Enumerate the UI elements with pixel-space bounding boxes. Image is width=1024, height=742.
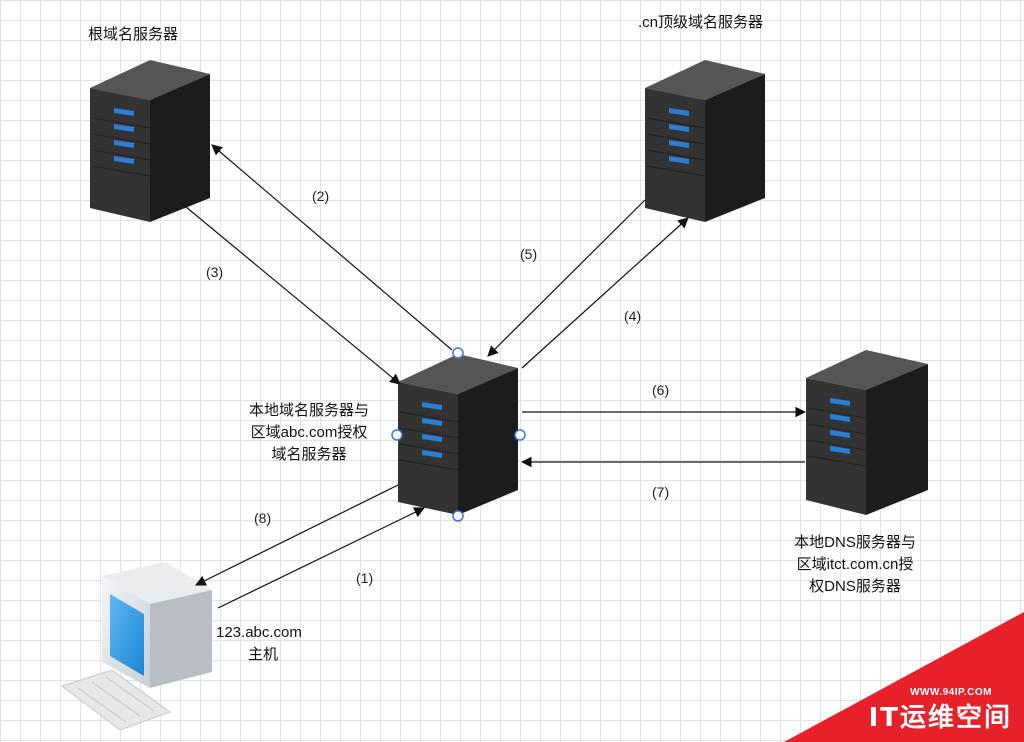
edge-label-4: (4) <box>624 308 642 324</box>
edge-label-5: (5) <box>520 246 538 262</box>
edge-1-line <box>217 507 425 609</box>
host-computer-icon[interactable] <box>60 562 212 731</box>
selection-handles[interactable] <box>391 347 526 522</box>
edge-label-6: (6) <box>652 382 670 398</box>
itct-server-label-line-3: 权DNS服务器 <box>809 578 901 595</box>
watermark-banner <box>784 612 1024 742</box>
itct-server-label: 本地DNS服务器与 区域itct.com.cn授 权DNS服务器 <box>770 532 940 598</box>
watermark-name: IT运维空间 <box>868 703 1012 733</box>
edges <box>179 144 807 609</box>
edge-label-8: (8) <box>254 510 272 526</box>
root-server-label: 根域名服务器 <box>88 26 179 43</box>
local-server-label: 本地域名服务器与 区域abc.com授权 域名服务器 <box>234 400 384 466</box>
edge-3-line <box>179 201 401 385</box>
edge-2-line <box>211 144 453 351</box>
cn-tld-server-icon[interactable] <box>645 60 765 222</box>
edge-label-2: (2) <box>312 188 330 204</box>
edge-8-line <box>195 484 399 586</box>
edge-4-line <box>521 217 689 369</box>
host-label: 123.abc.com 主机 <box>216 622 302 666</box>
edge-label-3: (3) <box>206 264 224 280</box>
host-label-line-2: 主机 <box>248 646 279 663</box>
host-label-line-1: 123.abc.com <box>216 624 302 641</box>
local-server-label-line-3: 域名服务器 <box>271 446 347 463</box>
root-server-icon[interactable] <box>90 60 210 222</box>
itct-server-label-line-2: 区域itct.com.cn授 <box>796 556 914 573</box>
edge-5-line <box>487 199 646 357</box>
local-server-icon[interactable] <box>398 354 518 515</box>
local-server-label-line-2: 区域abc.com授权 <box>250 424 368 441</box>
itct-server-label-line-1: 本地DNS服务器与 <box>794 534 916 551</box>
cn-tld-server-label: .cn顶级域名服务器 <box>638 14 764 31</box>
edge-label-1: (1) <box>356 570 374 586</box>
edge-label-7: (7) <box>652 484 670 500</box>
itct-server-icon[interactable] <box>806 350 928 515</box>
local-server-label-line-1: 本地域名服务器与 <box>248 402 369 419</box>
watermark-site: WWW.94IP.COM <box>910 687 992 698</box>
